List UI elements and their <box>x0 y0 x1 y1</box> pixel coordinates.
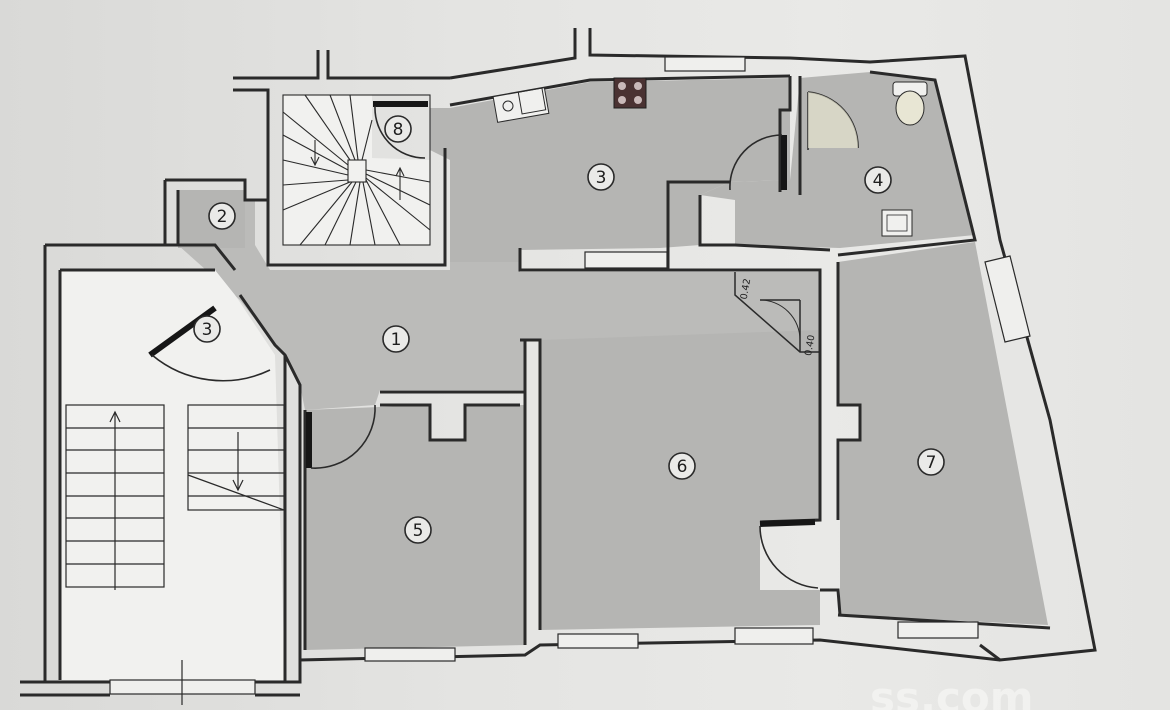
room-label-3-kitchen-text: 3 <box>596 168 607 188</box>
toilet-icon <box>892 81 928 126</box>
shower-corner: 0.42 0.40 <box>739 278 818 357</box>
room-7-area <box>838 242 1048 625</box>
bathroom-door-leaf <box>808 92 859 148</box>
kitchen-sink-icon <box>492 87 550 123</box>
window-kitchen-bottom <box>584 251 668 269</box>
room-label-5-text: 5 <box>413 521 424 541</box>
room-6-area <box>540 330 820 630</box>
shower-dimension-side: 0.40 <box>803 334 818 357</box>
window-room-6-left <box>557 633 639 649</box>
room-label-2: 2 <box>208 202 236 230</box>
room-label-8: 8 <box>384 115 412 143</box>
windows <box>109 56 1031 695</box>
room-label-3-kitchen: 3 <box>587 163 615 191</box>
stairwell-area <box>60 270 285 680</box>
room-fills <box>60 72 1048 680</box>
shower-dimension-top: 0.42 <box>739 278 754 301</box>
window-room-6-right <box>734 627 814 645</box>
internal-staircase <box>282 94 431 246</box>
main-staircase <box>65 404 285 705</box>
room-label-2-text: 2 <box>217 207 228 227</box>
room-labels: 8 3 4 2 1 3 6 7 <box>193 115 945 544</box>
room-1-hall-area <box>178 200 820 410</box>
window-room-5 <box>364 647 456 662</box>
room-label-7-text: 7 <box>926 453 937 473</box>
stove-icon <box>613 77 647 109</box>
watermark: ss.com <box>870 673 1033 710</box>
room-label-4: 4 <box>864 166 892 194</box>
bathroom-sink-icon <box>881 209 913 237</box>
room-label-3-stairwell: 3 <box>193 315 221 343</box>
room-label-1-text: 1 <box>391 330 402 350</box>
room-label-6-text: 6 <box>677 457 688 477</box>
window-room-7-side <box>984 255 1031 343</box>
room-label-7: 7 <box>917 448 945 476</box>
window-room-7-bottom <box>897 621 979 639</box>
room-label-6: 6 <box>668 452 696 480</box>
room-label-4-text: 4 <box>873 171 884 191</box>
room-label-5: 5 <box>404 516 432 544</box>
room-label-1: 1 <box>382 325 410 353</box>
internal-stair-area <box>283 95 430 245</box>
room-label-3-stairwell-text: 3 <box>202 320 213 340</box>
fixtures: 0.42 0.40 <box>492 77 928 357</box>
window-kitchen-top <box>664 56 746 72</box>
room-label-8-text: 8 <box>393 120 404 140</box>
